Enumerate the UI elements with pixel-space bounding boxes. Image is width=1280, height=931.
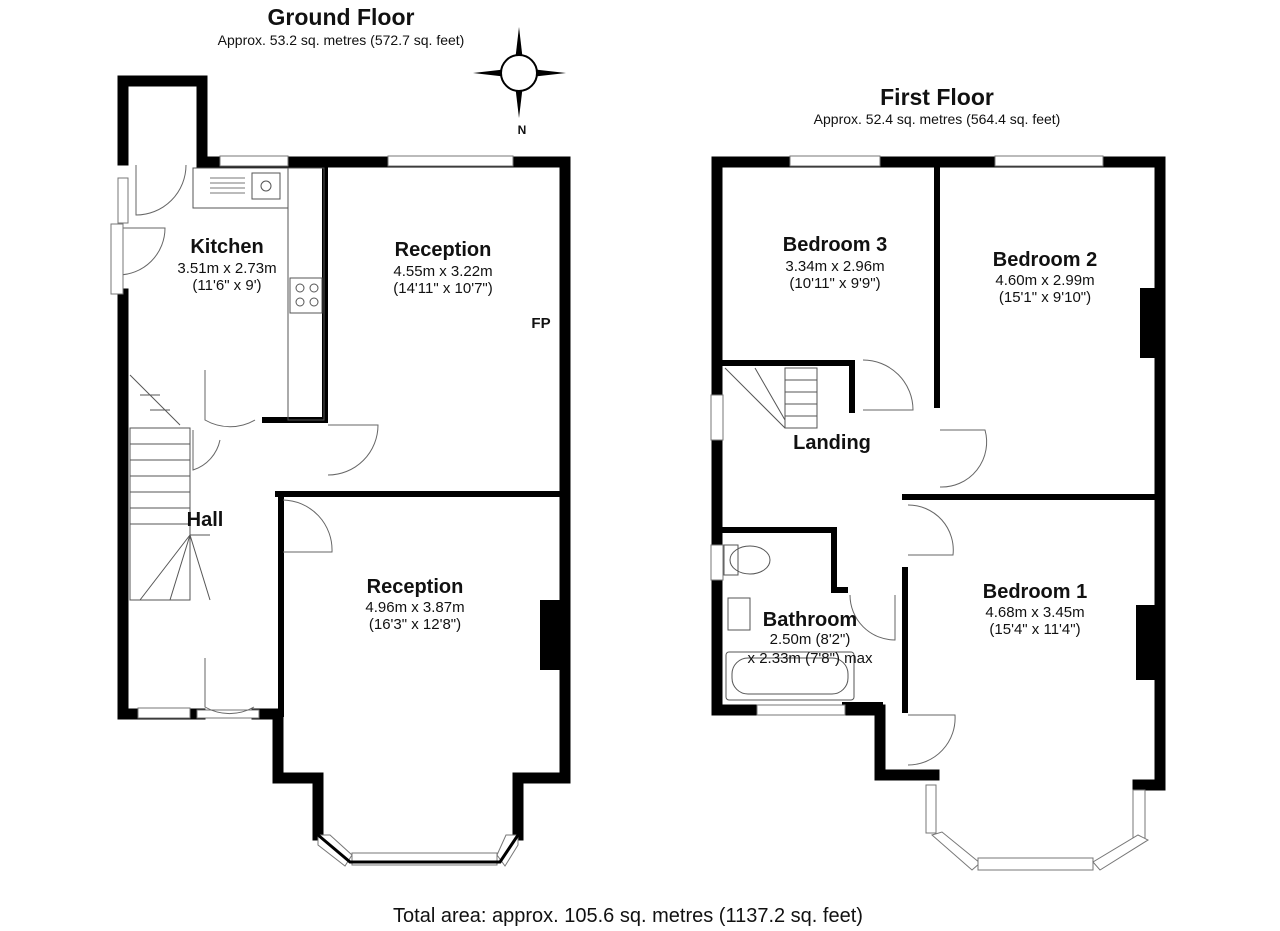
room-bedroom-3: Bedroom 3 3.34m x 2.96m (10'11" x 9'9") [783,234,887,292]
room-dims: 3.34m x 2.96m [785,258,884,275]
north-label: N [518,123,527,137]
first-floor-staircase [724,367,818,429]
room-dims: 4.68m x 3.45m [985,604,1084,621]
room-dims-imperial: (14'11" x 10'7") [393,280,493,297]
ground-floor-area: Approx. 53.2 sq. metres (572.7 sq. feet) [218,32,465,48]
room-landing: Landing [793,432,871,454]
room-hall: Hall [187,509,224,531]
room-bedroom-2: Bedroom 2 4.60m x 2.99m (15'1" x 9'10") [993,249,1097,306]
room-reception-front: Reception 4.96m x 3.87m (16'3" x 12'8") [365,576,464,633]
room-bedroom-1: Bedroom 1 4.68m x 3.45m (15'4" x 11'4") [983,581,1087,638]
room-reception-rear: Reception 4.55m x 3.22m (14'11" x 10'7") [393,239,493,297]
bathroom-fixtures [723,544,855,701]
total-area: Total area: approx. 105.6 sq. metres (11… [393,905,863,927]
room-name: Reception [395,239,492,261]
first-floor-windows [710,155,1150,871]
ground-floor-windows [117,155,521,867]
room-kitchen: Kitchen 3.51m x 2.73m (11'6" x 9') [177,236,276,294]
ground-floor-title: Ground Floor [268,4,415,30]
room-name: Kitchen [190,236,263,258]
room-name: Bedroom 3 [783,234,887,256]
kitchen-fixtures [192,167,325,421]
fireplace-label: FP [531,315,550,332]
ground-floor-staircase [129,374,211,601]
first-floor-title: First Floor [880,84,994,110]
compass-icon: N [473,27,566,137]
room-dims-imperial: (10'11" x 9'9") [789,275,880,292]
room-dims-imperial: (16'3" x 12'8") [369,616,461,633]
room-name: Reception [367,576,464,598]
room-dims: 4.60m x 2.99m [995,272,1094,289]
room-name: Bathroom [763,609,857,631]
room-dims: 3.51m x 2.73m [177,260,276,277]
first-floor-walls [711,156,1166,791]
room-name: Bedroom 2 [993,249,1097,271]
room-dims-imperial: (15'4" x 11'4") [989,621,1080,638]
room-dims-max: x 2.33m (7'8") max [748,650,873,667]
room-name: Landing [793,432,871,454]
ground-floor-doors [110,164,379,714]
room-bathroom: Bathroom 2.50m (8'2") x 2.33m (7'8") max [748,609,873,667]
room-dims-imperial: (15'1" x 9'10") [999,289,1091,306]
room-dims-imperial: (11'6" x 9') [192,277,261,294]
room-name: Bedroom 1 [983,581,1087,603]
room-dims: 4.96m x 3.87m [365,599,464,616]
first-floor-area: Approx. 52.4 sq. metres (564.4 sq. feet) [814,111,1061,127]
room-dims: 2.50m (8'2") [770,631,851,648]
room-dims: 4.55m x 3.22m [393,263,492,280]
room-name: Hall [187,509,224,531]
first-floor-doors [849,359,988,766]
ground-floor-walls [117,75,571,841]
